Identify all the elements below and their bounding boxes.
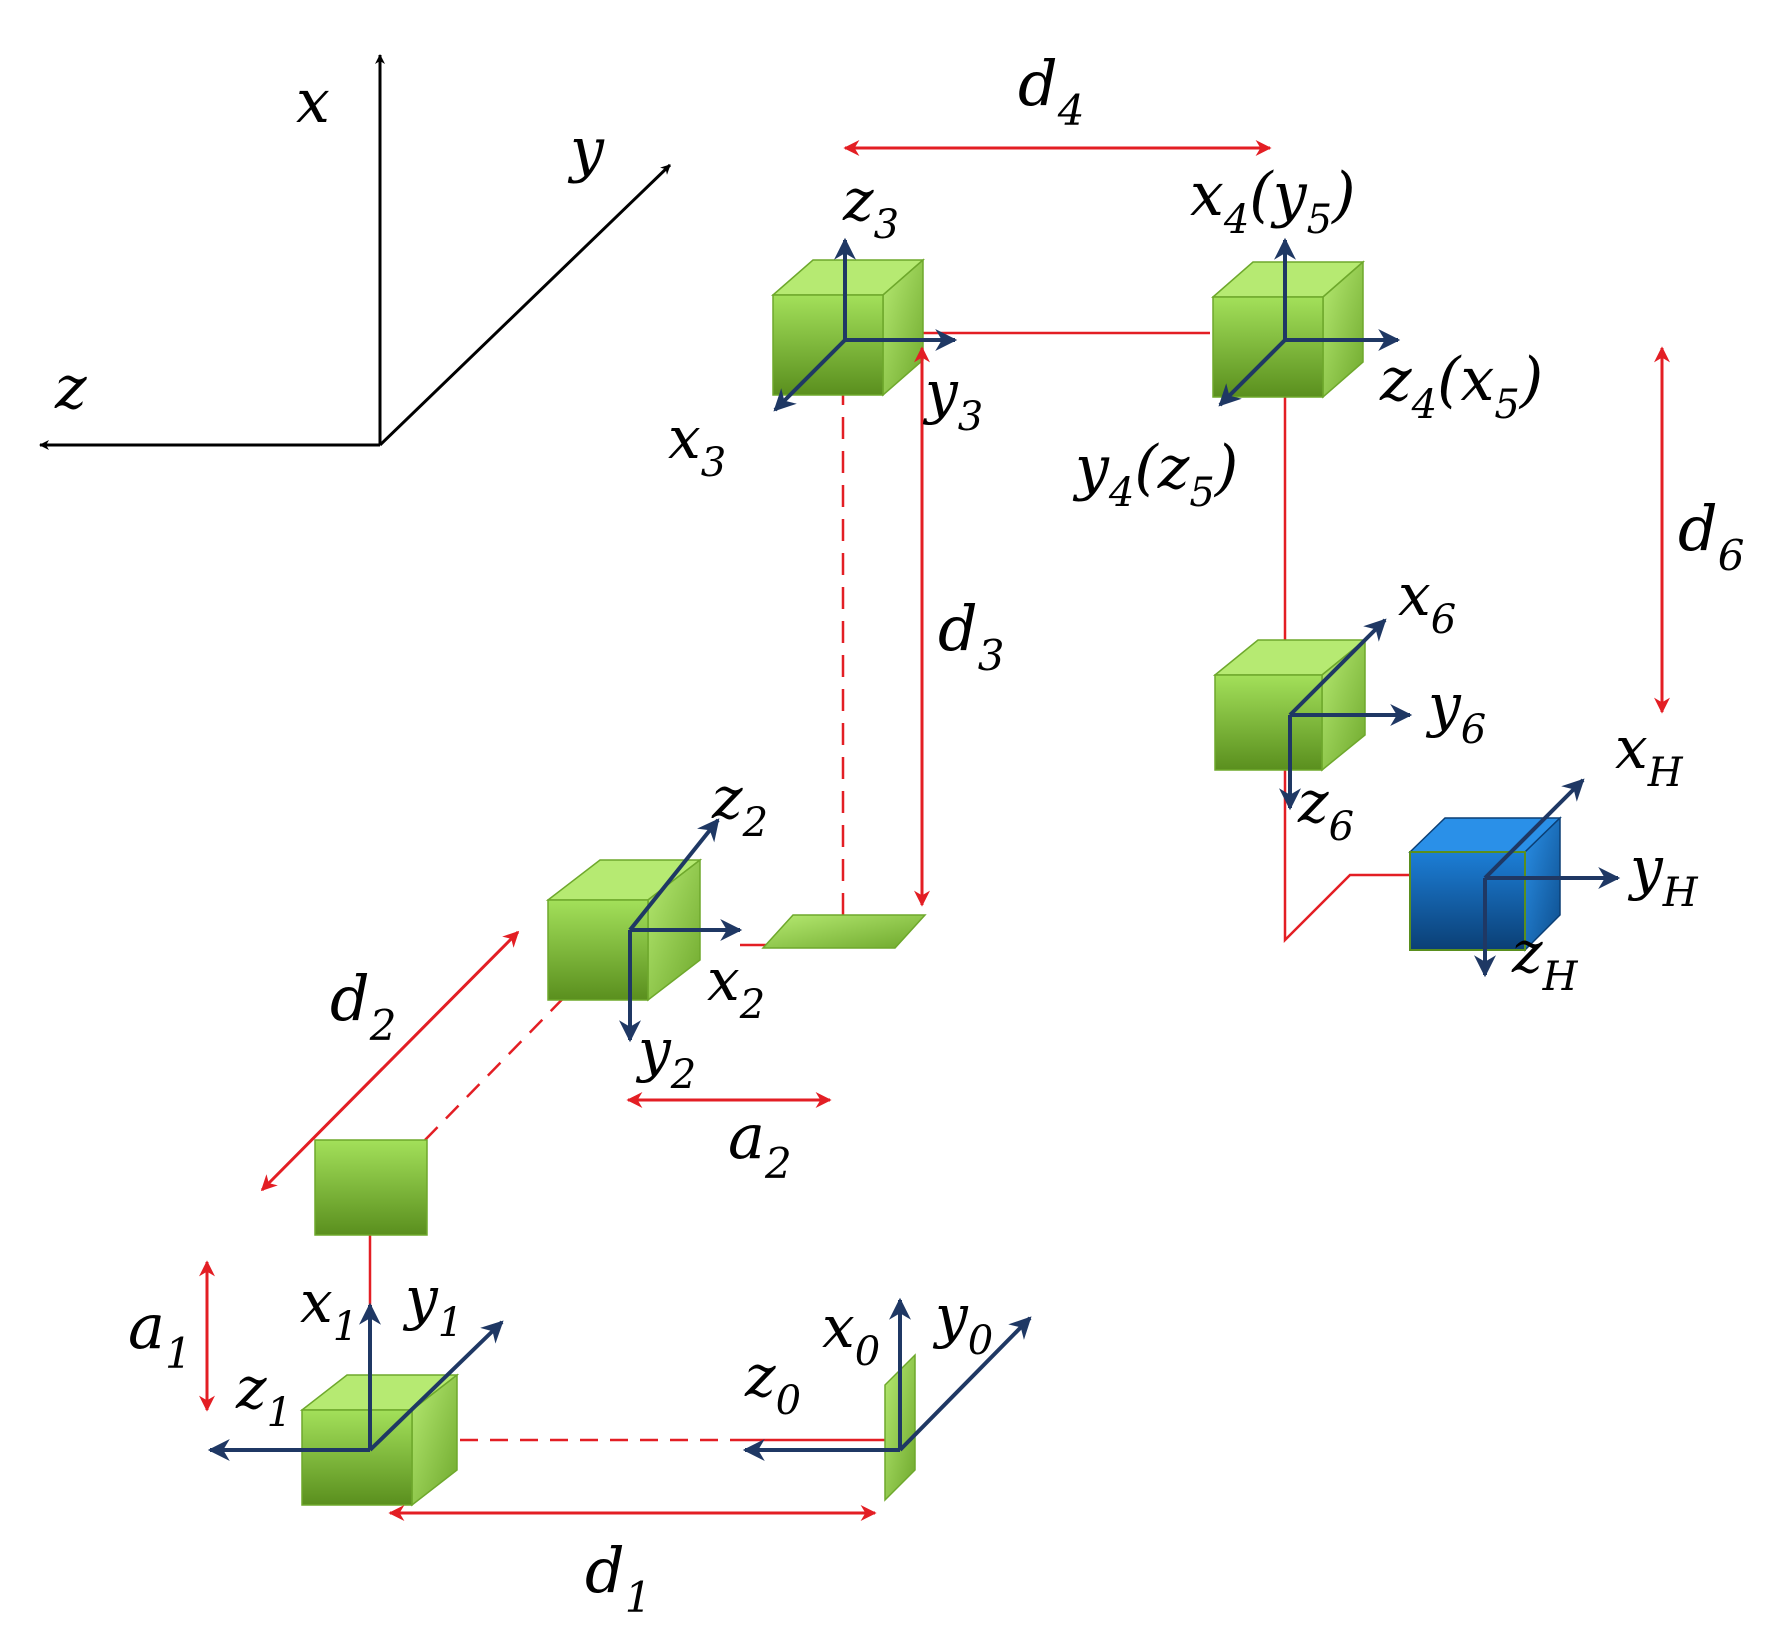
world-y-axis bbox=[378, 163, 672, 447]
dimension-arrows bbox=[199, 140, 1670, 1521]
frame6-z-label: z6 bbox=[1297, 768, 1354, 850]
frameH-z-label: zH bbox=[1511, 918, 1579, 1000]
frame4-y-axis bbox=[1218, 338, 1287, 407]
frame1-y-label: y1 bbox=[402, 1264, 463, 1346]
a1-label: a1 bbox=[128, 1290, 192, 1378]
frame1-z-label: z1 bbox=[235, 1354, 292, 1436]
world-y-label: y bbox=[567, 115, 605, 185]
world-axes: x y z bbox=[39, 54, 672, 450]
link-2-3-plate bbox=[761, 914, 927, 949]
frame3-x-label: x3 bbox=[668, 404, 726, 486]
frame0-y-label: y0 bbox=[932, 1282, 993, 1364]
frame6-x-axis bbox=[1288, 618, 1387, 717]
frameH-x-axis bbox=[1483, 778, 1585, 880]
d1-label: d1 bbox=[585, 1534, 651, 1622]
link-1-block bbox=[314, 1139, 428, 1236]
frame0-y-axis bbox=[898, 1316, 1032, 1452]
frame4-y-label: y4(z5) bbox=[1072, 433, 1238, 516]
frame0-x-label: x0 bbox=[822, 1293, 880, 1375]
frame1-x-label: x1 bbox=[300, 1268, 358, 1350]
joint-3-cube bbox=[771, 258, 925, 397]
d3-label: d3 bbox=[938, 592, 1004, 680]
d2-label: d2 bbox=[330, 962, 396, 1050]
frame2-x-label: x2 bbox=[707, 946, 765, 1028]
joint-4-cube bbox=[1211, 260, 1365, 399]
link-6-tool bbox=[1283, 710, 1410, 944]
world-z-label: z bbox=[54, 353, 87, 423]
frame3-x-axis bbox=[773, 338, 847, 412]
d6-label: d6 bbox=[1678, 492, 1744, 580]
frame1-y-axis bbox=[368, 1320, 504, 1452]
frame6-x-label: x6 bbox=[1398, 561, 1456, 643]
frame4-x-label: x4(y5) bbox=[1190, 160, 1356, 243]
frame4-z-label: z4(x5) bbox=[1379, 345, 1543, 428]
frame0-z-label: z0 bbox=[744, 1342, 801, 1424]
frame3-y-label: y3 bbox=[922, 358, 983, 440]
frame3-z-label: z3 bbox=[842, 166, 899, 248]
dimension-labels: d1 d2 d3 d4 d6 a1 a2 bbox=[128, 47, 1744, 1622]
frame2-z-label: z2 bbox=[711, 764, 768, 846]
frame6-y-label: y6 bbox=[1425, 671, 1486, 753]
a2-label: a2 bbox=[728, 1100, 792, 1188]
d2-arrow bbox=[260, 930, 520, 1192]
link-lines bbox=[368, 331, 1410, 1442]
frame2-z-axis bbox=[628, 818, 720, 932]
frame-axes bbox=[207, 237, 1621, 1461]
frameH-y-label: yH bbox=[1627, 834, 1699, 916]
tool-cube bbox=[1408, 816, 1562, 952]
d4-label: d4 bbox=[1018, 47, 1084, 135]
frameH-x-label: xH bbox=[1615, 714, 1684, 796]
frame2-y-label: y2 bbox=[635, 1016, 696, 1098]
world-x-label: x bbox=[296, 67, 330, 137]
frame-labels: x0 y0 z0 x1 y1 z1 z2 x2 y2 z3 y3 x3 x4(y… bbox=[235, 160, 1699, 1436]
